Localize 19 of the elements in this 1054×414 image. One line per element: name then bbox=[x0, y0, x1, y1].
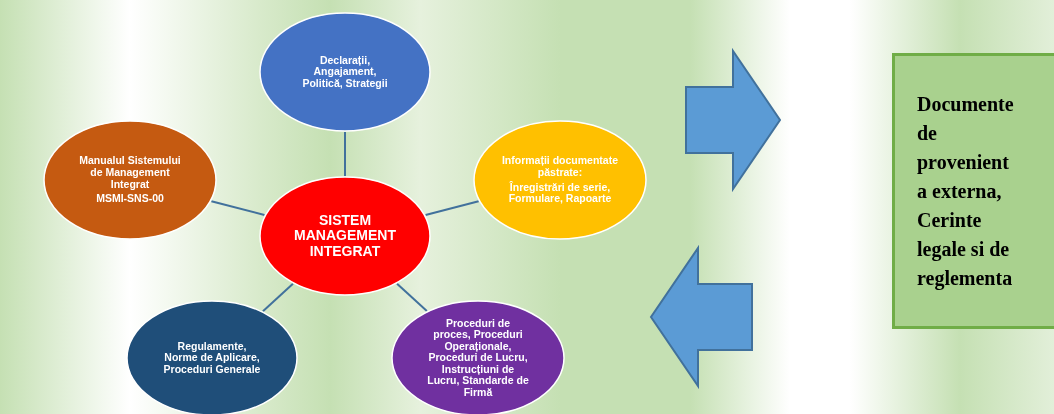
node-text: MSMI-SNS-00 bbox=[95, 193, 165, 205]
ellipse-node bbox=[259, 12, 431, 132]
connector-line bbox=[210, 200, 266, 216]
node-text: Regulamente, Norme de Aplicare, Proceduri Generale bbox=[162, 340, 262, 376]
node-text: Declarații, Angajament, Politică, Strategii bbox=[301, 54, 389, 90]
node-text: Documente de provenient a externa, Cerinte legale si de reglementa bbox=[917, 91, 1015, 292]
connector-line bbox=[344, 131, 346, 177]
connector-line bbox=[396, 282, 428, 313]
node-text: Manualul Sistemului de Management Integrat bbox=[78, 155, 182, 191]
node-text: Informații documentate păstrate: bbox=[501, 155, 619, 179]
node-text: Înregistrări de serie, Formulare, Rapoarte bbox=[507, 181, 613, 205]
ellipse-node bbox=[43, 120, 217, 240]
node-text: SISTEM MANAGEMENT INTEGRAT bbox=[293, 212, 397, 260]
ellipse-node bbox=[473, 120, 647, 240]
text-box bbox=[892, 53, 1054, 329]
connector-line bbox=[261, 282, 294, 313]
node-text: Proceduri de proces, Proceduri Operaționale, Proceduri de Lucru, Instrucțiuni de Lucru, Standarde de Firmă bbox=[426, 317, 530, 399]
connector-line bbox=[424, 200, 480, 216]
ellipse-node bbox=[259, 176, 431, 296]
